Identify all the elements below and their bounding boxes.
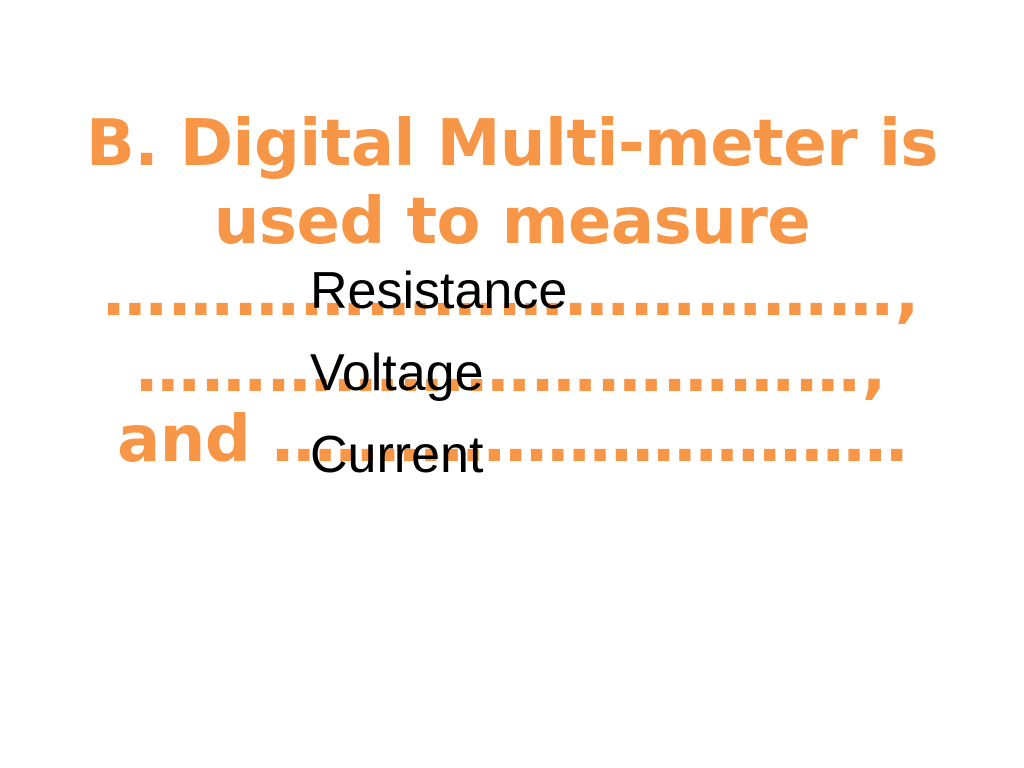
title-blank-line-1: ………………………………, (102, 257, 922, 331)
title-blank-line-2: ……………………………, (135, 333, 889, 407)
title-blank-line-3: and ………………………… (117, 403, 907, 477)
answer-resistance: Resistance (310, 262, 568, 320)
answer-current: Current (310, 426, 484, 484)
title-line-1: B. Digital Multi-meter is (86, 107, 938, 181)
answer-voltage: Voltage (310, 344, 484, 402)
answer-list: Resistance Voltage Current (310, 250, 567, 496)
title-line-2: used to measure (213, 185, 811, 259)
